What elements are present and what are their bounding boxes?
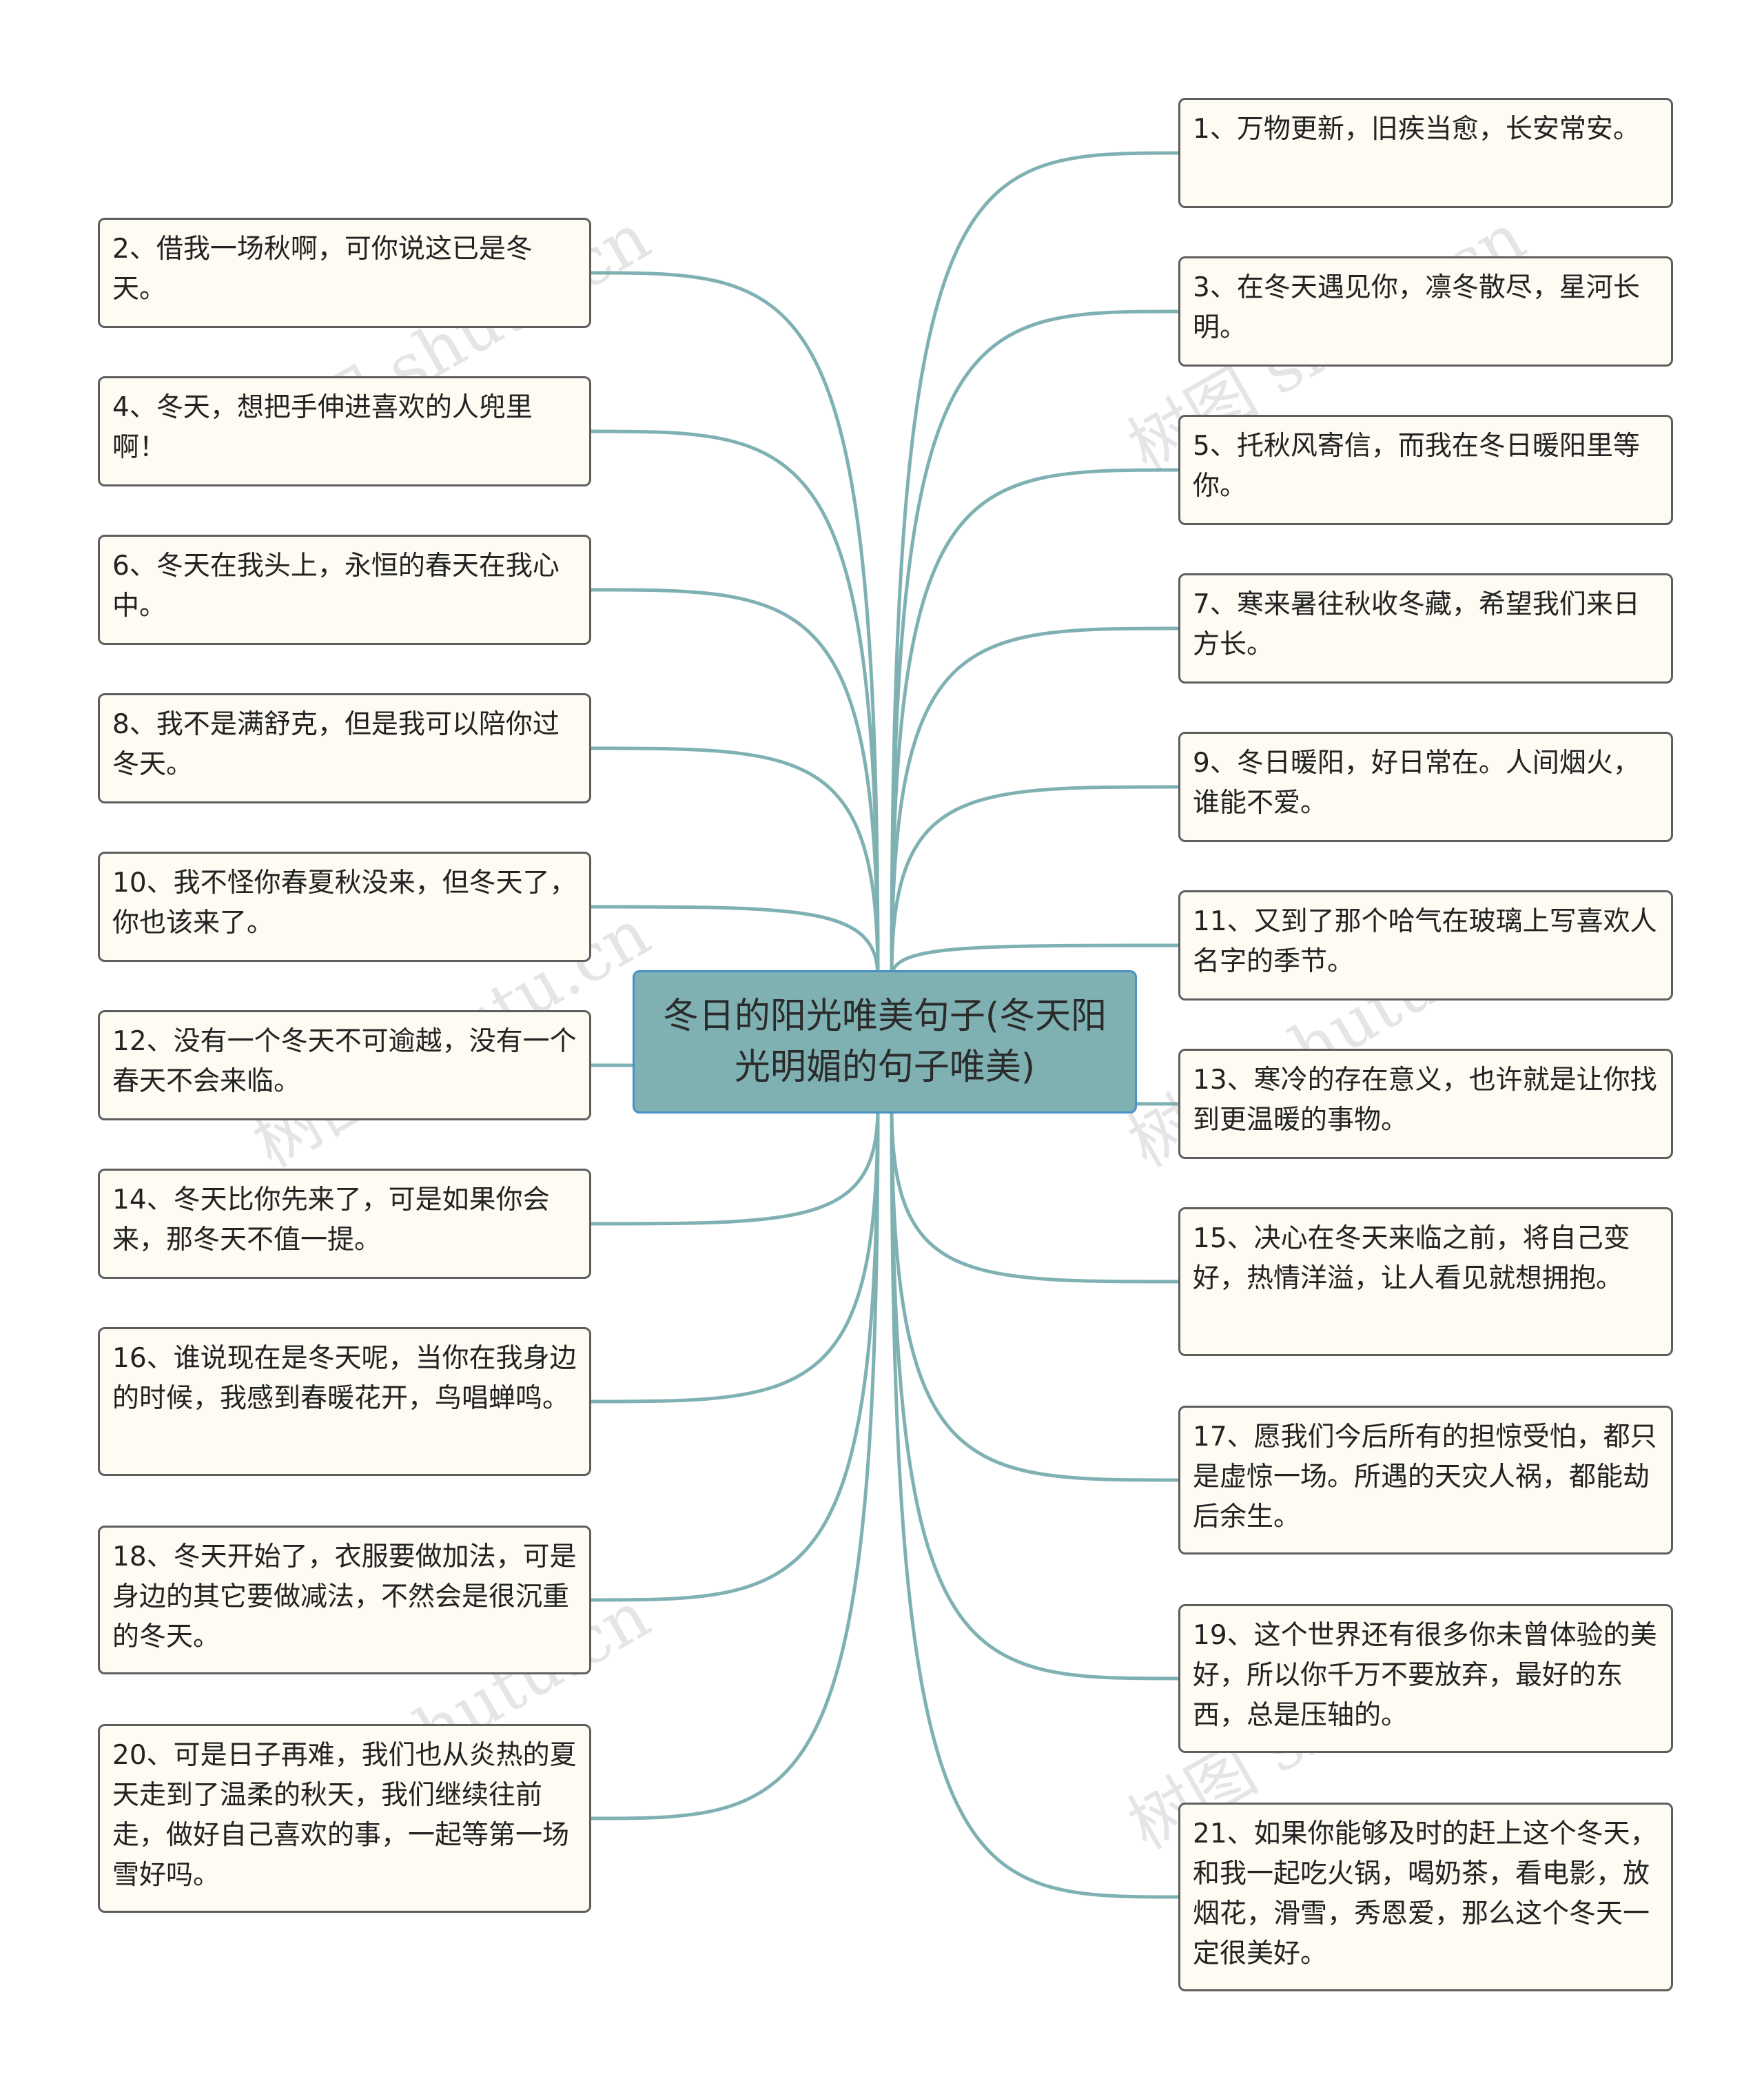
connector-topic-node-5 — [890, 468, 1179, 978]
topic-node-10[interactable]: 10、我不怪你春夏秋没来，但冬天了，你也该来了。 — [98, 852, 591, 962]
connector-topic-node-1 — [890, 151, 1179, 978]
topic-node-14[interactable]: 14、冬天比你先来了，可是如果你会来，那冬天不值一提。 — [98, 1169, 591, 1279]
connector-topic-node-14 — [591, 1106, 880, 1226]
connector-topic-node-19 — [890, 1106, 1179, 1681]
topic-node-6[interactable]: 6、冬天在我头上，永恒的春天在我心中。 — [98, 535, 591, 645]
connector-topic-node-15 — [890, 1106, 1179, 1284]
topic-node-3[interactable]: 3、在冬天遇见你，凛冬散尽，星河长明。 — [1178, 256, 1673, 367]
connector-topic-node-18 — [591, 1106, 880, 1602]
topic-node-2[interactable]: 2、借我一场秋啊，可你说这已是冬天。 — [98, 218, 591, 328]
topic-node-21[interactable]: 21、如果你能够及时的赶上这个冬天，和我一起吃火锅，喝奶茶，看电影，放烟花，滑雪… — [1178, 1803, 1673, 1991]
connector-topic-node-21 — [890, 1106, 1179, 1899]
topic-node-17[interactable]: 17、愿我们今后所有的担惊受怕，都只是虚惊一场。所遇的天灾人祸，都能劫后余生。 — [1178, 1406, 1673, 1554]
topic-node-1[interactable]: 1、万物更新，旧疾当愈，长安常安。 — [1178, 98, 1673, 208]
topic-node-7[interactable]: 7、寒来暑往秋收冬藏，希望我们来日方长。 — [1178, 573, 1673, 684]
root-topic[interactable]: 冬日的阳光唯美句子(冬天阳光明媚的句子唯美) — [633, 970, 1137, 1114]
connector-topic-node-8 — [591, 746, 880, 978]
connector-topic-node-3 — [890, 309, 1179, 978]
topic-node-5[interactable]: 5、托秋风寄信，而我在冬日暖阳里等你。 — [1178, 415, 1673, 525]
connector-topic-node-11 — [890, 943, 1179, 978]
topic-node-8[interactable]: 8、我不是满舒克，但是我可以陪你过冬天。 — [98, 693, 591, 803]
connector-topic-node-10 — [591, 905, 880, 978]
topic-node-20[interactable]: 20、可是日子再难，我们也从炎热的夏天走到了温柔的秋天，我们继续往前走，做好自己… — [98, 1724, 591, 1913]
connector-topic-node-6 — [591, 588, 880, 978]
connector-topic-node-20 — [591, 1106, 880, 1820]
connector-topic-node-7 — [890, 626, 1179, 978]
connector-topic-node-17 — [890, 1106, 1179, 1482]
connector-topic-node-16 — [591, 1106, 880, 1404]
connector-topic-node-4 — [591, 429, 880, 978]
topic-node-11[interactable]: 11、又到了那个哈气在玻璃上写喜欢人名字的季节。 — [1178, 890, 1673, 1001]
connector-topic-node-2 — [591, 271, 880, 978]
topic-node-12[interactable]: 12、没有一个冬天不可逾越，没有一个春天不会来临。 — [98, 1010, 591, 1120]
topic-node-4[interactable]: 4、冬天，想把手伸进喜欢的人兜里啊！ — [98, 376, 591, 486]
topic-node-19[interactable]: 19、这个世界还有很多你未曾体验的美好，所以你千万不要放弃，最好的东西，总是压轴… — [1178, 1604, 1673, 1753]
connector-topic-node-9 — [890, 785, 1179, 978]
topic-node-9[interactable]: 9、冬日暖阳，好日常在。人间烟火，谁能不爱。 — [1178, 732, 1673, 842]
topic-node-13[interactable]: 13、寒冷的存在意义，也许就是让你找到更温暖的事物。 — [1178, 1049, 1673, 1159]
topic-node-18[interactable]: 18、冬天开始了，衣服要做加法，可是身边的其它要做减法，不然会是很沉重的冬天。 — [98, 1526, 591, 1674]
topic-node-16[interactable]: 16、谁说现在是冬天呢，当你在我身边的时候，我感到春暖花开，鸟唱蝉鸣。 — [98, 1327, 591, 1476]
topic-node-15[interactable]: 15、决心在冬天来临之前，将自己变好，热情洋溢，让人看见就想拥抱。 — [1178, 1207, 1673, 1356]
